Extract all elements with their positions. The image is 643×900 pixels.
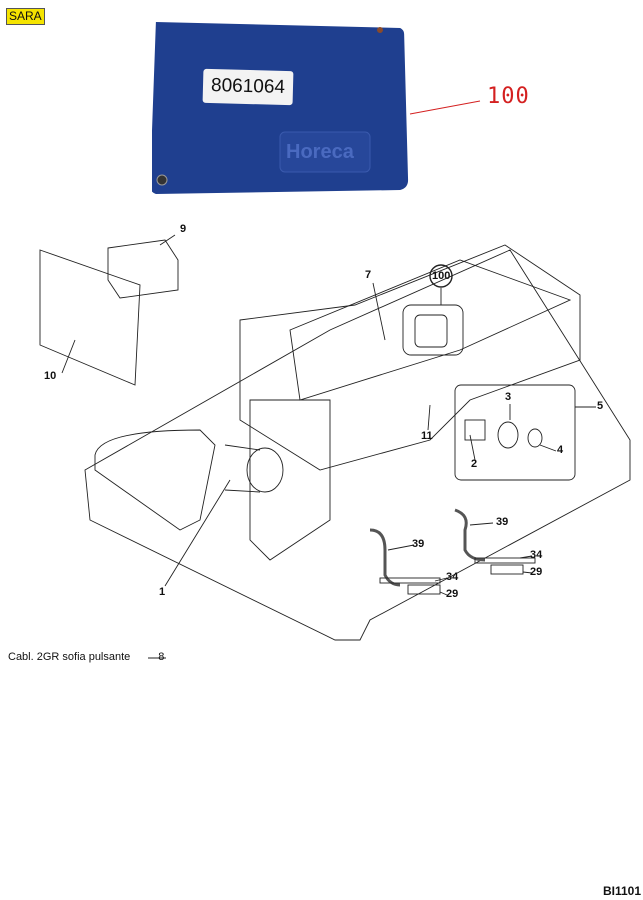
- svg-text:Horeca: Horeca: [286, 141, 355, 163]
- callout-9: 9: [180, 223, 187, 235]
- callout-5: 5: [597, 400, 604, 412]
- caption-text: Cabl. 2GR sofia pulsante: [8, 651, 131, 663]
- callout-39: 39: [496, 516, 509, 528]
- brand-badge: SARA: [6, 8, 45, 25]
- callout-29: 29: [530, 566, 543, 578]
- drawing-code: BI1101: [603, 884, 642, 898]
- callout-1: 1: [159, 586, 166, 598]
- cable-caption: Cabl. 2GR sofia pulsante 8: [8, 651, 164, 663]
- callout-4: 4: [557, 444, 564, 456]
- callout-100: 100: [432, 270, 451, 282]
- control-box-photo: Horeca: [152, 22, 409, 194]
- callout-34: 34: [530, 549, 543, 561]
- ref-label-100: 100: [487, 84, 530, 109]
- callout-29: 29: [446, 588, 459, 600]
- callout-7: 7: [365, 269, 372, 281]
- callout-10: 10: [44, 370, 57, 382]
- callout-3: 3: [505, 391, 512, 403]
- callout-2: 2: [471, 458, 478, 470]
- callout-39: 39: [412, 538, 425, 550]
- callout-11: 11: [421, 430, 433, 442]
- caption-ref: 8: [158, 651, 165, 663]
- callout-34: 34: [446, 571, 459, 583]
